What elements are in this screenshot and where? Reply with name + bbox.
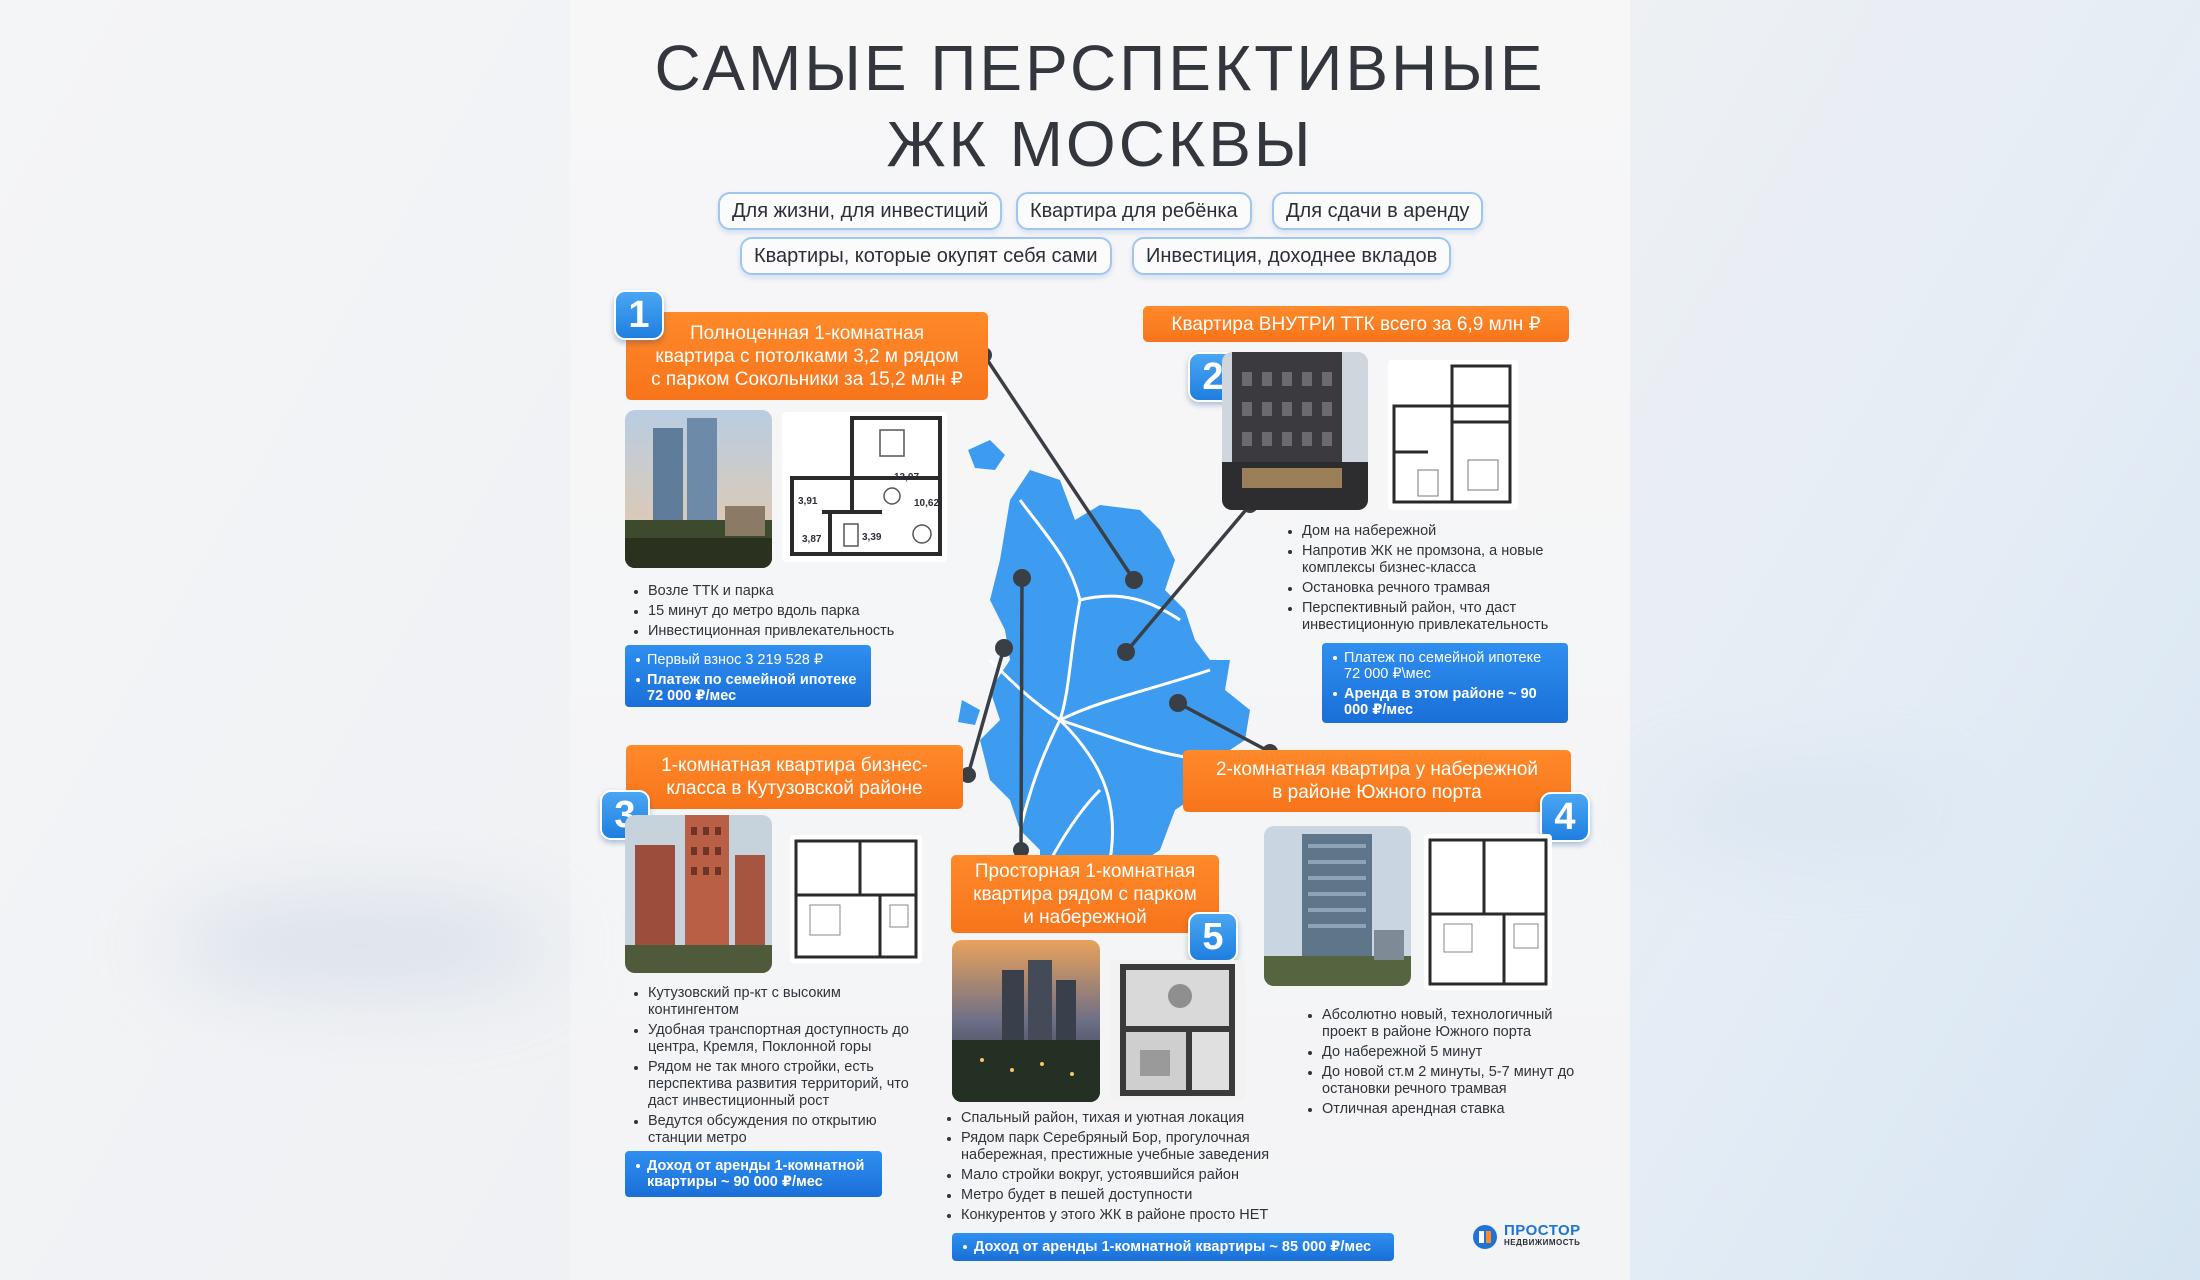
list-item: Ведутся обсуждения по открытию станции м… <box>626 1113 916 1147</box>
listing-5-bullets: Спальный район, тихая и уютная локация Р… <box>939 1110 1309 1227</box>
tag-pill-payback: Квартиры, которые окупят себя сами <box>740 237 1112 275</box>
page-title: САМЫЕ ПЕРСПЕКТИВНЫЕ ЖК МОСКВЫ <box>570 30 1630 182</box>
plan-label-3-91: 3,91 <box>798 496 818 507</box>
list-item: До набережной 5 минут <box>1300 1044 1590 1061</box>
listing-2-highlight-box: Платеж по семейной ипотеке 72 000 ₽\мес … <box>1322 643 1568 723</box>
highlight-row: Платеж по семейной ипотеке 72 000 ₽\мес <box>1332 650 1558 682</box>
list-item: Метро будет в пешей доступности <box>939 1187 1309 1204</box>
list-item: Инвестиционная привлекательность <box>626 623 966 640</box>
listing-5-photo <box>952 940 1100 1102</box>
listing-2-bullets: Дом на набережной Напротив ЖК не промзон… <box>1280 523 1580 637</box>
tag-pill-investment: Инвестиция, доходнее вкладов <box>1132 237 1452 275</box>
listing-4-photo <box>1264 826 1411 986</box>
listing-2-floor-plan <box>1388 360 1518 510</box>
list-item: Спальный район, тихая и уютная локация <box>939 1110 1309 1127</box>
tag-pill-for-child: Квартира для ребёнка <box>1016 192 1252 230</box>
listing-5-headline: Просторная 1-комнатная квартира рядом с … <box>951 855 1219 933</box>
list-item: До новой ст.м 2 минуты, 5-7 минут до ост… <box>1300 1064 1590 1098</box>
listing-3-headline: 1-комнатная квартира бизнес- класса в Ку… <box>626 745 963 809</box>
list-item: Остановка речного трамвая <box>1280 580 1580 597</box>
list-item: Мало стройки вокруг, устоявшийся район <box>939 1167 1309 1184</box>
listing-4-bullets: Абсолютно новый, технологичный проект в … <box>1300 1007 1590 1121</box>
listing-1-highlight-box: Первый взнос 3 219 528 ₽ Платеж по семей… <box>625 645 871 707</box>
highlight-row: Первый взнос 3 219 528 ₽ <box>635 652 861 668</box>
highlight-row: Платеж по семейной ипотеке 72 000 ₽/мес <box>635 672 861 704</box>
list-item: Удобная транспортная доступность до цент… <box>626 1022 916 1056</box>
listing-1-number-badge: 1 <box>614 290 664 340</box>
list-item: Дом на набережной <box>1280 523 1580 540</box>
list-item: Рядом не так много стройки, есть перспек… <box>626 1059 916 1110</box>
list-item: Кутузовский пр-кт с высоким контингентом <box>626 985 916 1019</box>
list-item: Абсолютно новый, технологичный проект в … <box>1300 1007 1590 1041</box>
list-item: Конкурентов у этого ЖК в районе просто Н… <box>939 1207 1309 1224</box>
logo-subtitle: НЕДВИЖИМОСТЬ <box>1504 1238 1581 1247</box>
list-item: 15 минут до метро вдоль парка <box>626 603 966 620</box>
map-shape <box>958 440 1250 905</box>
listing-1-headline: Полноценная 1-комнатная квартира с потол… <box>626 312 988 400</box>
listing-1-floor-plan: 13,07 3,91 10,62 3,87 3,39 <box>782 412 947 562</box>
listing-4-number-badge: 4 <box>1540 792 1590 842</box>
listing-4-floor-plan <box>1424 834 1552 990</box>
list-item: Возле ТТК и парка <box>626 583 966 600</box>
listing-3-floor-plan <box>790 835 922 963</box>
listing-4-headline: 2-комнатная квартира у набережной в райо… <box>1183 750 1571 812</box>
brand-logo: ПРОСТОР НЕДВИЖИМОСТЬ <box>1472 1222 1581 1250</box>
listing-3-photo <box>625 815 772 973</box>
highlight-row: Доход от аренды 1-комнатной квартиры ~ 9… <box>635 1158 872 1190</box>
plan-label-3-39: 3,39 <box>862 532 882 543</box>
listing-3-bullets: Кутузовский пр-кт с высоким контингентом… <box>626 985 916 1150</box>
prostor-logo-icon <box>1473 1225 1497 1249</box>
map-connectors <box>966 354 1271 851</box>
tag-pill-life-investment: Для жизни, для инвестиций <box>718 192 1003 230</box>
plan-label-13-07: 13,07 <box>894 472 920 483</box>
listing-5-highlight-box: Доход от аренды 1-комнатной квартиры ~ 8… <box>952 1233 1394 1261</box>
tag-pill-for-rent: Для сдачи в аренду <box>1272 192 1484 230</box>
list-item: Отличная арендная ставка <box>1300 1101 1590 1118</box>
listing-3-highlight-box: Доход от аренды 1-комнатной квартиры ~ 9… <box>625 1151 882 1197</box>
listing-1-photo <box>625 410 772 568</box>
list-item: Напротив ЖК не промзона, а новые комплек… <box>1280 543 1580 577</box>
listing-2-photo <box>1222 352 1368 510</box>
listing-5-number-badge: 5 <box>1188 912 1238 962</box>
decor-glow-left <box>170 900 550 990</box>
highlight-row: Доход от аренды 1-комнатной квартиры ~ 8… <box>962 1239 1384 1255</box>
list-item: Перспективный район, что даст инвестицио… <box>1280 600 1580 634</box>
highlight-row: Аренда в этом районе ~ 90 000 ₽/мес <box>1332 686 1558 718</box>
list-item: Рядом парк Серебряный Бор, прогулочная н… <box>939 1130 1309 1164</box>
listing-1-bullets: Возле ТТК и парка 15 минут до метро вдол… <box>626 583 966 643</box>
decor-glow-right <box>1650 780 1950 840</box>
plan-label-3-87: 3,87 <box>802 534 822 545</box>
logo-name: ПРОСТОР <box>1504 1222 1581 1239</box>
plan-label-10-62: 10,62 <box>914 498 940 509</box>
title-line-2: ЖК МОСКВЫ <box>886 108 1314 180</box>
listing-2-headline: Квартира ВНУТРИ ТТК всего за 6,9 млн ₽ <box>1143 306 1569 342</box>
listing-5-floor-plan <box>1110 960 1245 1100</box>
title-line-1: САМЫЕ ПЕРСПЕКТИВНЫЕ <box>654 32 1546 104</box>
